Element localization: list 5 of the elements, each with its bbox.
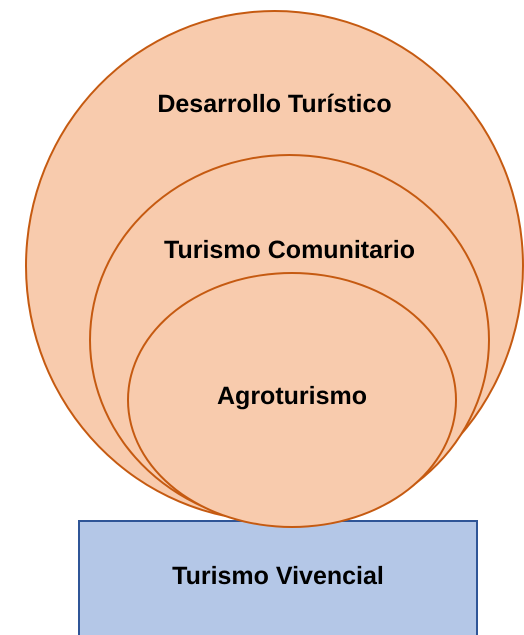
node-label: Turismo Vivencial [172,562,384,591]
node-label: Turismo Comunitario [164,236,415,265]
node-label: Desarrollo Turístico [157,90,392,119]
node-label: Agroturismo [217,382,367,411]
base-box [78,520,478,635]
